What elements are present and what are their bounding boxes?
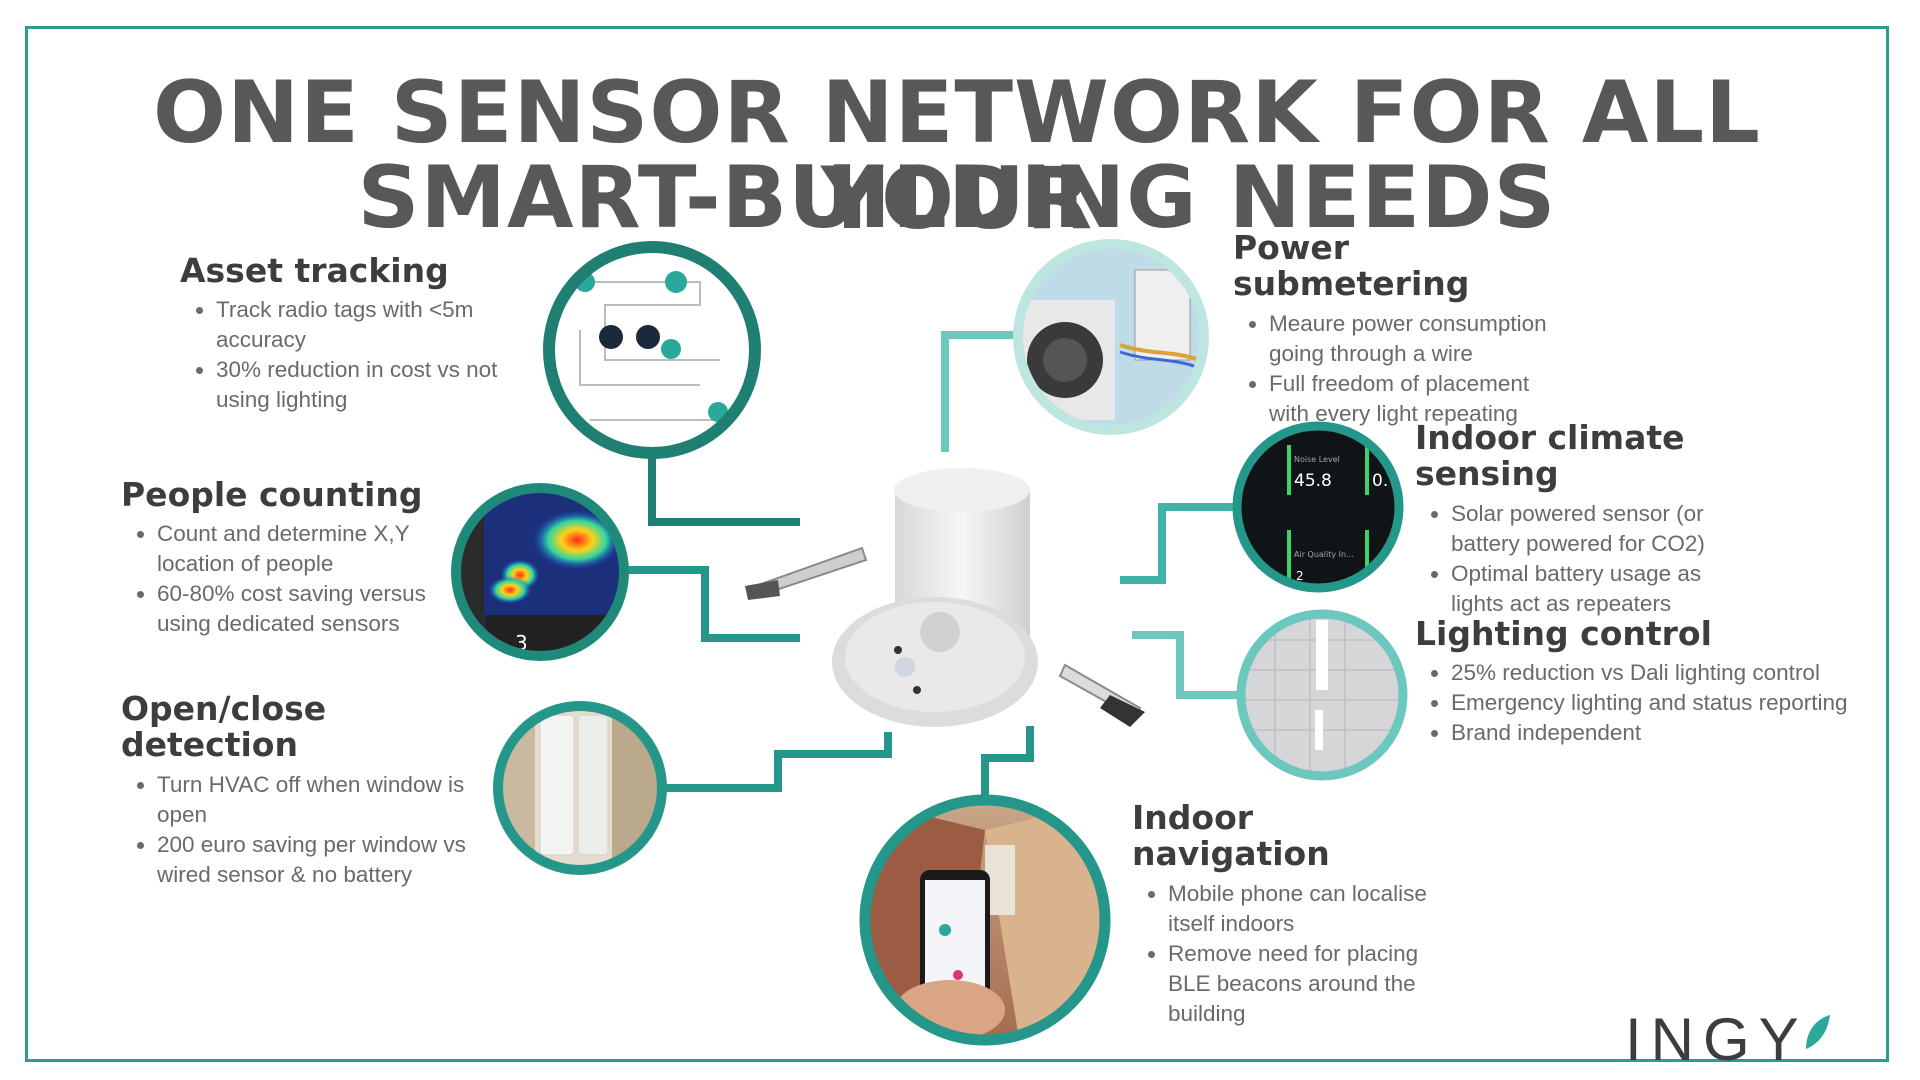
feature-people-counting: People counting Count and determine X,Y … bbox=[121, 475, 461, 639]
feature-asset-tracking: Asset tracking Track radio tags with <5m… bbox=[180, 251, 520, 415]
feature-bullet: Brand independent bbox=[1451, 718, 1865, 748]
feature-bullet: Full freedom of placement with every lig… bbox=[1269, 369, 1563, 429]
climate-value-2: 2 bbox=[1296, 569, 1304, 583]
feature-bullet: Remove need for placing BLE beacons arou… bbox=[1168, 939, 1462, 1029]
feature-bullet: Solar powered sensor (or battery powered… bbox=[1451, 499, 1745, 559]
navigation-image bbox=[865, 800, 1105, 1040]
climate-label-1: Noise Level bbox=[1294, 455, 1340, 464]
feature-heading: Power submetering bbox=[1233, 228, 1470, 304]
lighting-image bbox=[1241, 614, 1403, 776]
feature-indoor-climate: Indoor climate sensing Solar powered sen… bbox=[1415, 418, 1745, 619]
feature-heading: Lighting control bbox=[1415, 614, 1712, 653]
feature-power-submetering: Power submetering Meaure power consumpti… bbox=[1233, 228, 1563, 429]
feature-heading: Asset tracking bbox=[180, 251, 449, 290]
slide-title-line1: ONE SENSOR NETWORK FOR ALL YOUR bbox=[153, 63, 1761, 249]
feature-bullet: 30% reduction in cost vs not using light… bbox=[216, 355, 520, 415]
connector-open bbox=[662, 732, 892, 792]
feature-indoor-navigation: Indoor navigation Mobile phone can local… bbox=[1132, 798, 1462, 1029]
feature-bullet: Turn HVAC off when window is open bbox=[157, 770, 476, 830]
feature-bullet: Track radio tags with <5m accuracy bbox=[216, 295, 520, 355]
feature-bullet: 200 euro saving per window vs wired sens… bbox=[157, 830, 476, 890]
connector-light bbox=[1132, 631, 1241, 699]
feature-bullet: Meaure power consumption going through a… bbox=[1269, 309, 1563, 369]
power-submetering-ring bbox=[1013, 239, 1209, 435]
feature-bullet: Count and determine X,Y location of peop… bbox=[157, 519, 461, 579]
central-sensor bbox=[745, 468, 1145, 727]
climate-label-2: Air Quality In... bbox=[1294, 550, 1354, 559]
asset-tracking-ring bbox=[543, 241, 761, 459]
feature-bullet: 25% reduction vs Dali lighting control bbox=[1451, 658, 1865, 688]
climate-value-1: 45.8 bbox=[1294, 471, 1332, 491]
leaf-icon bbox=[1806, 1015, 1830, 1049]
climate-image: Noise Level 45.8 0. Air Quality In... 2 bbox=[1237, 426, 1399, 588]
feature-bullet: Emergency lighting and status reporting bbox=[1451, 688, 1865, 718]
connector-power bbox=[941, 331, 1018, 452]
feature-heading: Indoor navigation bbox=[1132, 798, 1330, 874]
people-counting-ring bbox=[451, 483, 629, 661]
navigation-ring bbox=[859, 794, 1111, 1046]
feature-lighting-control: Lighting control 25% reduction vs Dali l… bbox=[1415, 614, 1865, 748]
connector-nav bbox=[981, 726, 1034, 800]
connector-asset bbox=[648, 453, 800, 526]
climate-value-1b: 0. bbox=[1372, 471, 1388, 491]
feature-bullet: Mobile phone can localise itself indoors bbox=[1168, 879, 1462, 939]
climate-ring bbox=[1232, 421, 1404, 593]
feature-heading: Open/close detection bbox=[121, 689, 327, 765]
lighting-ring bbox=[1236, 609, 1408, 781]
open-close-ring bbox=[493, 701, 667, 875]
connector-climate bbox=[1120, 503, 1237, 584]
slide-title-line2: SMART-BUILDING NEEDS bbox=[357, 148, 1557, 248]
feature-open-close-detection: Open/close detection Turn HVAC off when … bbox=[121, 689, 476, 890]
feature-bullet: 60-80% cost saving versus using dedicate… bbox=[157, 579, 461, 639]
slide-frame bbox=[25, 26, 1889, 1062]
connector-people bbox=[625, 566, 800, 642]
ingy-logo: INGY bbox=[1625, 1006, 1808, 1073]
connector-lines bbox=[625, 331, 1241, 800]
feature-bullet: Optimal battery usage as lights act as r… bbox=[1451, 559, 1745, 619]
feature-heading: People counting bbox=[121, 475, 423, 514]
feature-heading: Indoor climate sensing bbox=[1415, 418, 1685, 494]
